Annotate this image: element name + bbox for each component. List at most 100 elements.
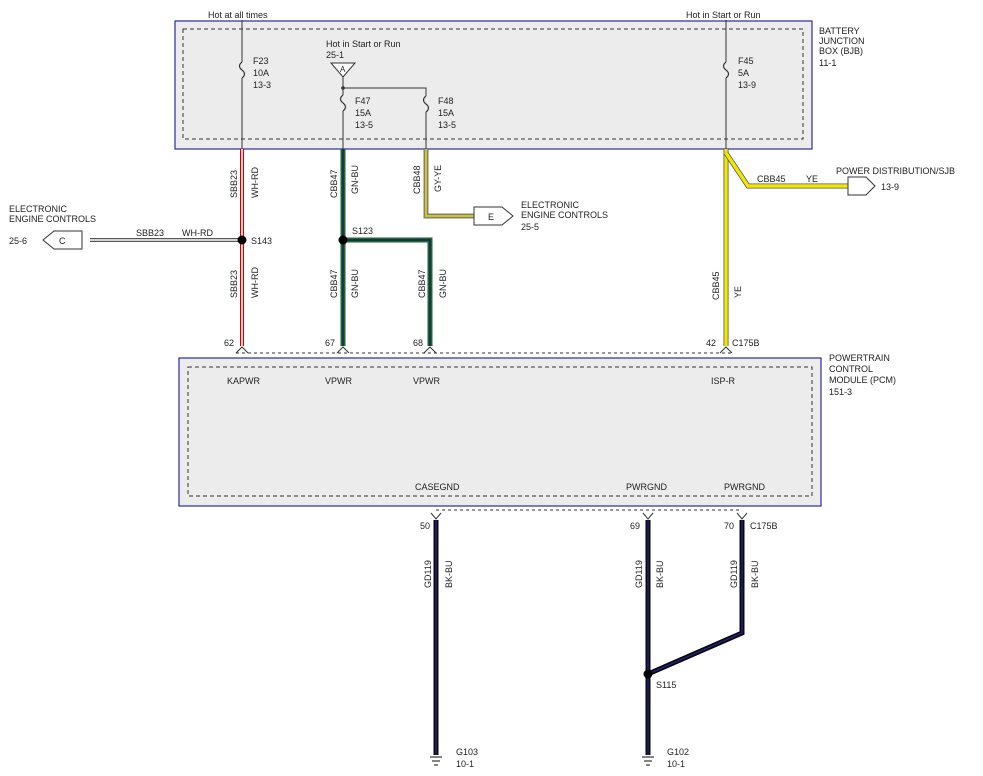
bjb-name-line1: BATTERY xyxy=(819,26,860,36)
pin-50-num: 50 xyxy=(420,521,430,531)
fuse-f45-name: F45 xyxy=(738,56,754,66)
bjb-name-line2: JUNCTION xyxy=(819,36,865,46)
eec-right-line1: ELECTRONIC xyxy=(521,200,580,210)
fuse-f45-rating: 5A xyxy=(738,68,749,78)
splice-s143 xyxy=(237,235,247,245)
wire-gd119-a-circuit: GD119 xyxy=(423,560,433,588)
connector-a-triangle[interactable] xyxy=(329,62,357,78)
wire-sbb23-left-color: WH-RD xyxy=(182,228,213,238)
eec-left-ref: 25-6 xyxy=(9,236,27,246)
pcm-module[interactable] xyxy=(178,357,822,507)
pin-42-num: 42 xyxy=(706,338,716,348)
ground-g103-name: G103 xyxy=(456,747,478,757)
bjb-module[interactable] xyxy=(174,20,813,150)
eec-left-connector-label: C xyxy=(59,236,66,246)
wire-cbb45-lower-circuit: CBB45 xyxy=(711,271,721,300)
pin-68-num: 68 xyxy=(413,338,423,348)
fuse-f45-symbol xyxy=(722,61,730,79)
eec-left-line2: ENGINE CONTROLS xyxy=(9,214,96,224)
ground-g102-ref: 10-1 xyxy=(667,759,685,769)
pin-67-arrow xyxy=(336,346,350,354)
fuse-f23-ref: 13-3 xyxy=(253,80,271,90)
wire-cbb48[interactable] xyxy=(423,149,474,219)
wire-cbb45-upper-color: YE xyxy=(806,174,818,184)
wire-cbb47-upper-circuit: CBB47 xyxy=(329,169,339,198)
bjb-ref: 11-1 xyxy=(819,58,836,68)
wire-sbb23-upper-circuit: SBB23 xyxy=(229,170,239,198)
pin-68-arrow xyxy=(423,346,437,354)
fuse-f48-symbol xyxy=(422,95,430,113)
ground-g102-icon xyxy=(642,756,654,766)
pin-62-num: 62 xyxy=(224,338,234,348)
pcm-ref: 151-3 xyxy=(829,387,852,397)
eec-right-ref: 25-5 xyxy=(521,222,539,232)
pin-50-name: CASEGND xyxy=(415,482,460,492)
eec-right-connector-label: E xyxy=(488,212,494,222)
fuse-f47-ref: 13-5 xyxy=(355,120,373,130)
fuse-f23-name: F23 xyxy=(253,56,269,66)
wire-sbb23-left-circuit: SBB23 xyxy=(136,228,164,238)
splice-s123-label: S123 xyxy=(352,226,373,236)
pcm-outline xyxy=(178,357,822,507)
wire-cbb47-lower-color: GN-BU xyxy=(350,269,360,298)
wire-cbb47-branch-circuit: CBB47 xyxy=(417,269,427,298)
bjb-inner-outline xyxy=(182,28,804,140)
pin-69-arrow xyxy=(642,512,654,520)
power-dist-ref: 13-9 xyxy=(881,182,899,192)
connector-a-label: A xyxy=(340,65,346,74)
pin-70-name: PWRGND xyxy=(724,482,765,492)
bjb-name-line3: BOX (BJB) xyxy=(819,46,863,56)
wire-cbb47-lower-circuit: CBB47 xyxy=(329,269,339,298)
pin-69-name: PWRGND xyxy=(626,482,667,492)
pcm-name-line1: POWERTRAIN xyxy=(829,353,890,363)
power-dist-label: POWER DISTRIBUTION/SJB xyxy=(836,166,955,176)
source-a-to-f48 xyxy=(343,87,427,96)
wire-gd119-c-circuit: GD119 xyxy=(729,560,739,588)
fuse-f48-rating: 15A xyxy=(438,108,454,118)
fuse-f47-rating: 15A xyxy=(355,108,371,118)
wire-sbb23-lower-color: WH-RD xyxy=(250,267,260,298)
pin-67-num: 67 xyxy=(325,338,335,348)
wire-gd119[interactable] xyxy=(433,520,745,755)
bjb-inner-hot-label: Hot in Start or Run xyxy=(326,39,401,49)
fuse-f47-symbol xyxy=(339,94,347,112)
eec-right-connector[interactable] xyxy=(473,206,514,226)
bjb-inner-ref: 25-1 xyxy=(326,50,344,60)
wire-cbb45[interactable] xyxy=(723,149,848,346)
wire-gd119-a-color: BK-BU xyxy=(444,560,454,588)
wire-gd119-c-color: BK-BU xyxy=(750,560,760,588)
ground-g102-name: G102 xyxy=(667,747,689,757)
wire-cbb48-circuit: CBB48 xyxy=(412,165,422,194)
wire-cbb47-branch-color: GN-BU xyxy=(438,269,448,298)
wire-sbb23[interactable] xyxy=(90,149,244,346)
fuse-f45-ref: 13-9 xyxy=(738,80,756,90)
wire-gd119-b-circuit: GD119 xyxy=(634,560,644,588)
fuse-f47-name: F47 xyxy=(355,96,371,106)
pin-70-num: 70 xyxy=(724,521,734,531)
pin-70-arrow xyxy=(736,512,748,520)
wire-sbb23-lower-circuit: SBB23 xyxy=(229,270,239,298)
splice-s123 xyxy=(338,235,348,245)
power-dist-connector[interactable] xyxy=(847,176,876,196)
pin-69-num: 69 xyxy=(630,521,640,531)
fuse-f23-rating: 10A xyxy=(253,68,269,78)
wire-cbb47[interactable] xyxy=(340,149,433,346)
pcm-name-line3: MODULE (PCM) xyxy=(829,375,896,385)
pin-67-name: VPWR xyxy=(325,376,353,386)
bjb-hot-always-label: Hot at all times xyxy=(208,10,268,20)
pin-50-arrow xyxy=(430,512,442,520)
pin-42-name: ISP-R xyxy=(711,376,736,386)
pcm-inner-outline xyxy=(187,366,813,497)
ground-g103-ref: 10-1 xyxy=(456,759,474,769)
eec-left-connector[interactable] xyxy=(42,230,83,250)
pcm-name-line2: CONTROL xyxy=(829,364,873,374)
wire-sbb23-upper-color: WH-RD xyxy=(250,167,260,198)
wire-cbb45-lower-color: YE xyxy=(733,286,743,298)
wire-cbb45-upper-circuit: CBB45 xyxy=(757,174,786,184)
eec-right-line2: ENGINE CONTROLS xyxy=(521,210,608,220)
fuse-f23-symbol xyxy=(238,61,246,79)
ground-g103-icon xyxy=(430,756,442,766)
wire-cbb48-color: GY-YE xyxy=(433,165,443,192)
fuse-f48-ref: 13-5 xyxy=(438,120,456,130)
